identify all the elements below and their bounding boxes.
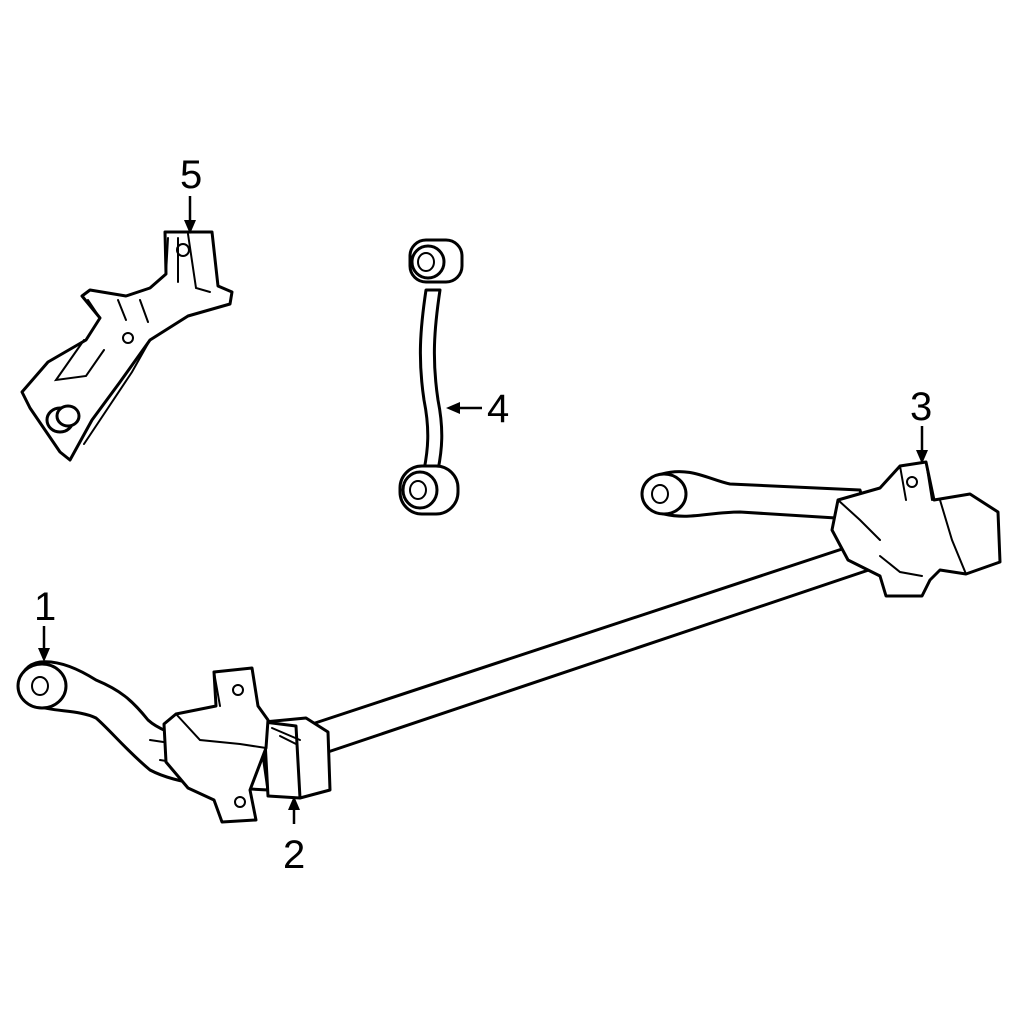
callout-4: 4 [487,387,509,431]
bar-bracket [830,460,1002,598]
bar-bracket-left [162,666,270,824]
callout-arrows [38,196,928,824]
stabilizer-bar [16,470,952,792]
callout-1: 1 [34,585,56,629]
callout-5: 5 [180,153,202,197]
callout-3: 3 [910,385,932,429]
callout-2: 2 [283,833,305,877]
mounting-bracket [20,230,234,462]
bar-bushing [262,716,332,800]
stabilizer-link [398,238,464,516]
